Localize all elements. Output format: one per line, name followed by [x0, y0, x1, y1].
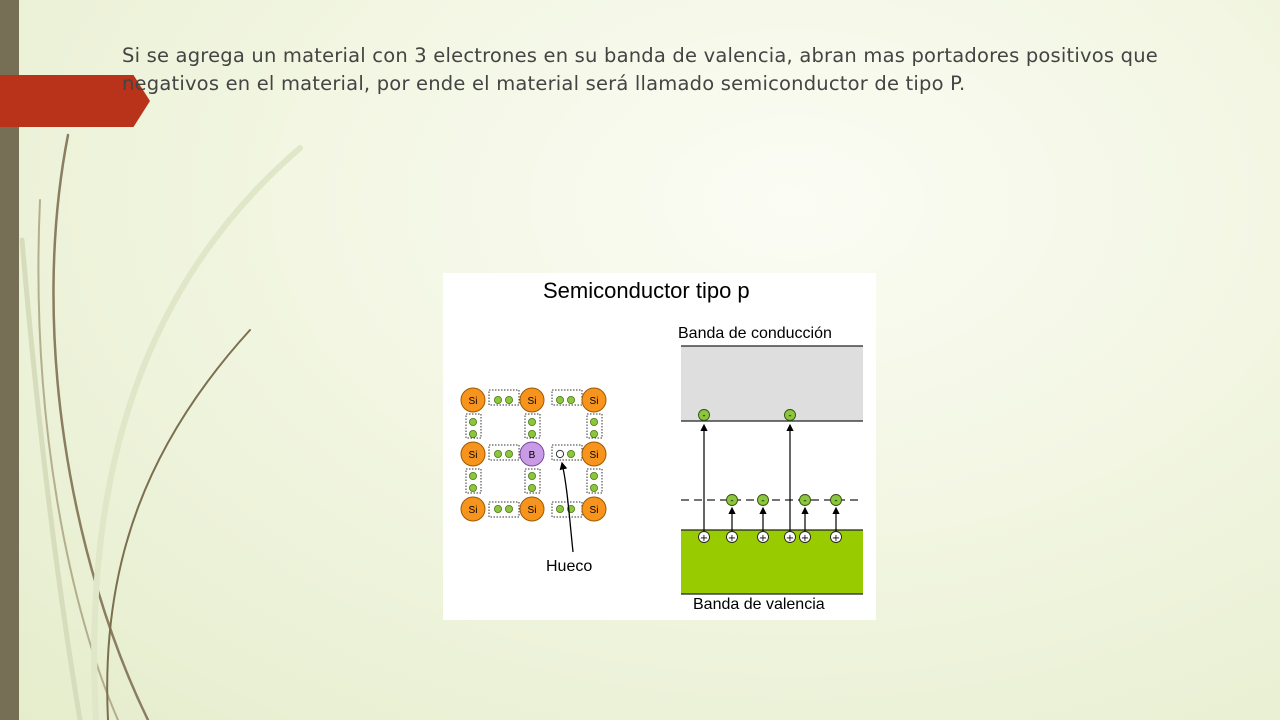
- atom-label-si: Si: [590, 450, 599, 461]
- deco-curve: [106, 329, 251, 720]
- atom-label-si: Si: [528, 396, 537, 407]
- boron-atom: [519, 441, 545, 467]
- hole-marker: [555, 449, 565, 459]
- hole-sign: +: [728, 533, 736, 544]
- slide-body-text: Si se agrega un material con 3 electrone…: [122, 44, 1158, 95]
- diagram-svg: Semiconductor tipo p: [460, 278, 863, 613]
- electron-sign: -: [702, 411, 705, 421]
- atom-label-si: Si: [590, 396, 599, 407]
- atom-label-si: Si: [469, 505, 478, 516]
- diagram-title: Semiconductor tipo p: [543, 278, 750, 303]
- band-electrons: [698, 409, 842, 506]
- conduction-band: [681, 346, 863, 421]
- deco-curve: [37, 199, 119, 720]
- atom-label-si: Si: [469, 396, 478, 407]
- hole-label: Hueco: [546, 558, 592, 575]
- electron-pairs: [468, 396, 598, 513]
- hole-sign: +: [759, 533, 767, 544]
- atom-label-si: Si: [528, 505, 537, 516]
- semiconductor-diagram: Semiconductor tipo p: [443, 273, 876, 620]
- band-holes: [698, 531, 842, 543]
- hole-sign: +: [801, 533, 809, 544]
- hole-sign: +: [700, 533, 708, 544]
- electron-sign: -: [761, 496, 764, 506]
- atom-label-si: Si: [590, 505, 599, 516]
- atom-label-b: B: [529, 450, 536, 461]
- band-diagram: Banda de conducción Banda de valencia: [678, 325, 863, 613]
- hole-sign: +: [786, 533, 794, 544]
- silicon-atoms: [460, 387, 607, 522]
- valence-band-label: Banda de valencia: [693, 596, 825, 613]
- deco-curve: [19, 237, 83, 720]
- electron-sign: -: [788, 411, 791, 421]
- title-accent-tab: [0, 75, 150, 127]
- conduction-band-label: Banda de conducción: [678, 325, 832, 342]
- atom-label-si: Si: [469, 450, 478, 461]
- electron-sign: -: [834, 496, 837, 506]
- transition-arrows: [700, 423, 840, 531]
- electron-sign: -: [803, 496, 806, 506]
- hole-sign: +: [832, 533, 840, 544]
- hole-pointer-arrow: [559, 461, 574, 553]
- deco-curve: [91, 145, 303, 720]
- deco-curve: [52, 133, 150, 720]
- left-accent-strip: [0, 0, 19, 720]
- electron-sign: -: [730, 496, 733, 506]
- crystal-lattice: Si Si Si Si B Si Si Si Si Hueco: [460, 387, 607, 575]
